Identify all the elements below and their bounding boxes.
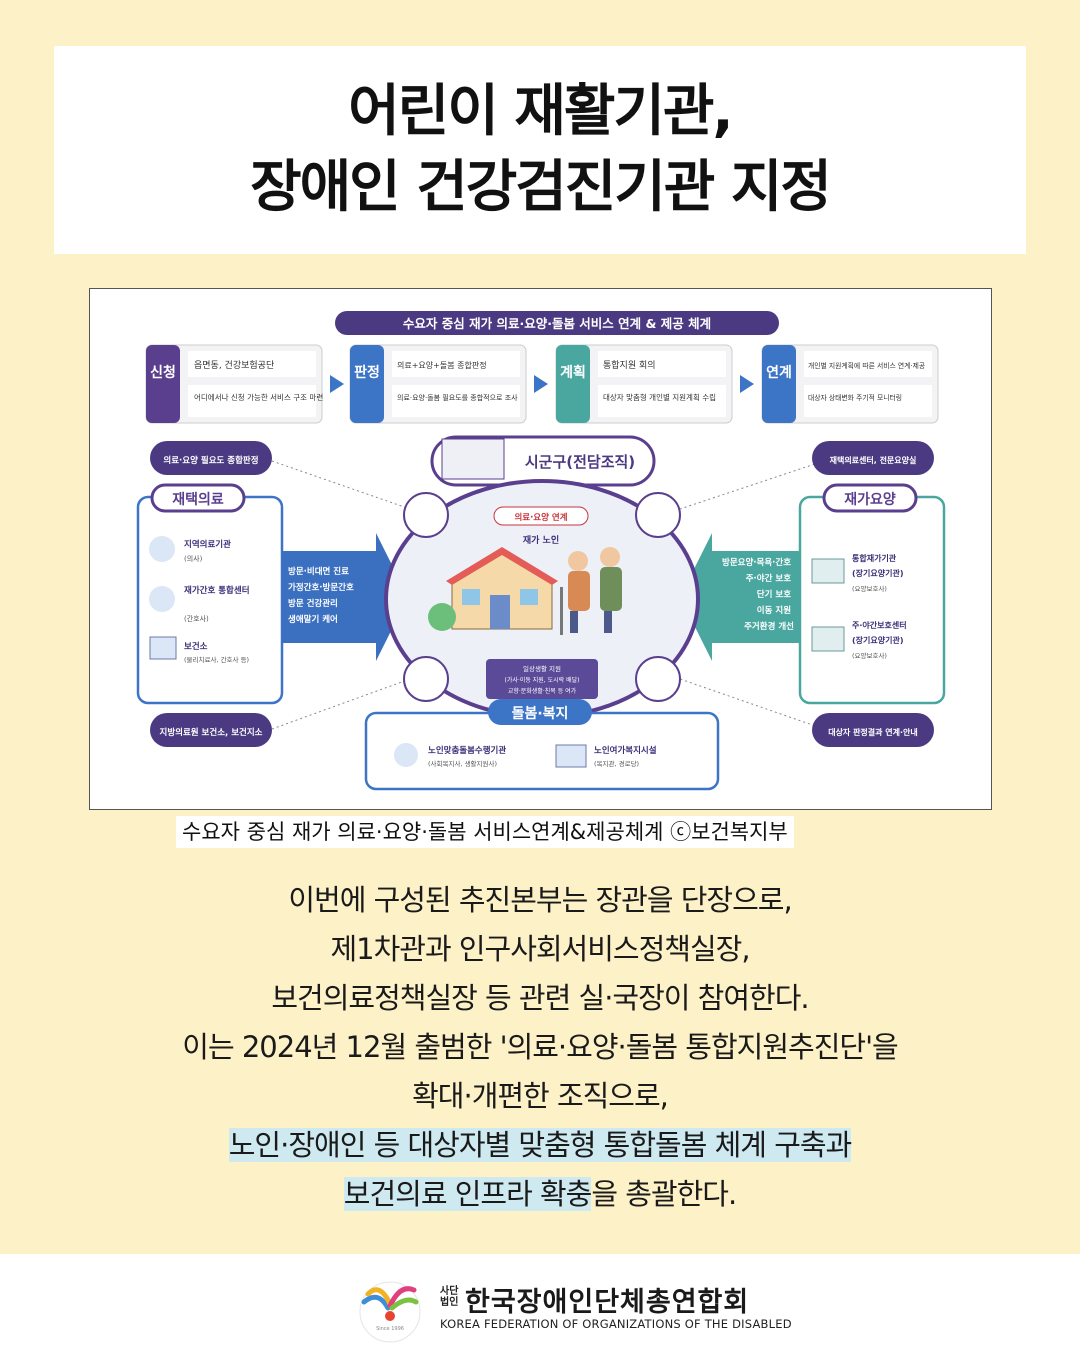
step-tag: 계획 — [560, 364, 586, 381]
tag-right-top: 재택의료센터, 전문요양실 — [812, 441, 934, 475]
step-tag: 신청 — [150, 365, 176, 381]
step-item: 의료·요양·돌봄 필요도를 종합적으로 조사 — [397, 393, 518, 402]
body-text: 이번에 구성된 추진본부는 장관을 단장으로, 제1차관과 인구사회서비스정책실… — [60, 876, 1020, 1219]
body-last-line: 보건의료 인프라 확충을 총괄한다. — [343, 1177, 737, 1211]
circle-icon-doctor — [403, 492, 681, 702]
step-item: 통합지원 회의 — [603, 360, 656, 371]
step-arrow — [330, 375, 344, 393]
svg-text:돌봄·복지: 돌봄·복지 — [512, 706, 569, 722]
right-panel-home-care: 재가요양 통합재가기관 (장기요양기관) (요양보호사) 주·야간보호센터 (장… — [798, 483, 946, 705]
center-oval: 의료·요양 연계 재가 노인 일상생활 지원 (가사·이동 지원, 도시락 배달… — [384, 479, 700, 719]
org-name: 한국장애인단체총연합회 — [465, 1287, 750, 1318]
svg-text:(의사): (의사) — [184, 554, 203, 563]
step-arrow — [740, 375, 754, 393]
bottom-panel-care-welfare: 돌봄·복지 노인맞춤돌봄수행기관 (사회복지사, 생활지원사) 노인여가복지시설… — [364, 699, 720, 791]
step-item: 의료+요양+돌봄 종합판정 — [397, 360, 487, 370]
step-panjeong: 판정 의료+요양+돌봄 종합판정 의료·요양·돌봄 필요도를 종합적으로 조사 — [349, 344, 527, 424]
org-english-name: KOREA FEDERATION OF ORGANIZATIONS OF THE… — [440, 1317, 792, 1331]
body-line: 확대·개편한 조직으로, — [412, 1079, 669, 1113]
step-arrow — [534, 375, 548, 393]
svg-text:방문·비대면 진료 가정간호·방문간호: 방문·비대면 진료 가정간호·방문간호 방문 건강관리 생애말기 케어 — [288, 566, 357, 625]
svg-text:(장기요양기관): (장기요양기관) — [852, 635, 903, 645]
svg-text:(간호사): (간호사) — [184, 614, 209, 623]
svg-text:(사회복지사, 생활지원사): (사회복지사, 생활지원사) — [428, 759, 497, 768]
svg-text:일상생활 지원: 일상생활 지원 — [523, 664, 561, 673]
svg-text:교향·문화생활·친목 등 여가: 교향·문화생활·친목 등 여가 — [508, 687, 577, 695]
step-tag: 연계 — [766, 365, 792, 381]
svg-text:주·야간보호센터: 주·야간보호센터 — [852, 620, 907, 630]
step-item: 대상자 상태변화 주기적 모니터링 — [808, 393, 902, 402]
body-line: 이는 2024년 12월 출범한 '의료·요양·돌봄 통합지원추진단'을 — [182, 1030, 898, 1064]
title-line-2: 장애인 건강검진기관 지정 — [250, 155, 832, 220]
service-diagram-image: 수요자 중심 재가 의료·요양·돌봄 서비스 연계 & 제공 체계 신청 읍면동… — [89, 288, 992, 810]
svg-text:지방의료원 보건소, 보건지소: 지방의료원 보건소, 보건지소 — [160, 727, 263, 738]
svg-text:노인맞춤돌봄수행기관: 노인맞춤돌봄수행기관 — [428, 745, 506, 756]
svg-text:보건소: 보건소 — [184, 641, 208, 652]
tag-left-bottom: 지방의료원 보건소, 보건지소 — [150, 713, 272, 747]
diagram-header-pill — [335, 311, 779, 335]
body-line: 이번에 구성된 추진본부는 장관을 단장으로, — [288, 883, 792, 917]
center-org-sigungu: 시군구(전담조직) — [430, 435, 656, 487]
tag-left-top: 의료·요양 필요도 종합판정 — [150, 441, 272, 475]
dotted-connectors — [271, 460, 825, 730]
svg-text:노인여가복지시설: 노인여가복지시설 — [594, 745, 657, 756]
step-item: 어디에서나 신청 가능한 서비스 구조 마련 — [194, 392, 323, 402]
svg-text:재택의료센터, 전문요양실: 재택의료센터, 전문요양실 — [830, 455, 917, 465]
svg-text:재가간호 통합센터: 재가간호 통합센터 — [184, 585, 250, 596]
svg-text:대상자 판정결과 연계·안내: 대상자 판정결과 연계·안내 — [828, 727, 918, 737]
org-logo: Since 1996 — [359, 1281, 421, 1343]
footer: Since 1996 사단 법인 한국장애인단체총연합회 KOREA FEDER… — [0, 1248, 1080, 1350]
step-item: 대상자 맞춤형 개인별 지원계획 수립 — [603, 392, 716, 402]
step-item: 개인별 지원계획에 따른 서비스 연계·제공 — [808, 361, 925, 370]
figure-caption: 수요자 중심 재가 의료·요양·돌봄 서비스연계&제공체계 ⓒ보건복지부 — [176, 816, 794, 848]
svg-text:지역의료기관: 지역의료기관 — [184, 539, 231, 550]
svg-text:(물리치료사, 간호사 등): (물리치료사, 간호사 등) — [184, 655, 249, 664]
org-prefix: 사단 법인 — [440, 1286, 459, 1308]
svg-text:방문요양·목욕·간호 주·야간 보호: 방문요양·목욕·간호 주·야간 보호 단기 보호 이동 지원 주거환경 개선 — [722, 557, 794, 632]
svg-text:의료·요양 연계: 의료·요양 연계 — [514, 512, 567, 523]
left-arrow: 방문·비대면 진료 가정간호·방문간호 방문 건강관리 생애말기 케어 — [282, 533, 408, 661]
step-shincheong: 신청 읍면동, 건강보험공단 어디에서나 신청 가능한 서비스 구조 마련 — [145, 344, 323, 424]
svg-text:(장기요양기관): (장기요양기관) — [852, 568, 903, 578]
title-line-1: 어린이 재활기관, — [348, 79, 733, 144]
step-item: 읍면동, 건강보험공단 — [194, 360, 274, 371]
svg-text:재가 노인: 재가 노인 — [523, 534, 559, 546]
svg-text:시군구(전담조직): 시군구(전담조직) — [525, 453, 635, 471]
title-card: 어린이 재활기관, 장애인 건강검진기관 지정 — [54, 46, 1026, 254]
tag-right-bottom: 대상자 판정결과 연계·안내 — [812, 713, 934, 747]
svg-text:(요양보호사): (요양보호사) — [852, 651, 887, 660]
right-arrow: 방문요양·목욕·간호 주·야간 보호 단기 보호 이동 지원 주거환경 개선 — [680, 533, 800, 661]
body-line: 제1차관과 인구사회서비스정책실장, — [330, 932, 750, 966]
step-tag: 판정 — [354, 364, 380, 381]
body-line: 보건의료정책실장 등 관련 실·국장이 참여한다. — [271, 981, 809, 1015]
svg-text:재가요양: 재가요양 — [844, 492, 896, 508]
svg-text:Since 1996: Since 1996 — [376, 1326, 404, 1332]
body-highlight-line: 노인·장애인 등 대상자별 맞춤형 통합돌봄 체계 구축과 — [228, 1128, 852, 1162]
svg-text:재택의료: 재택의료 — [172, 491, 224, 508]
left-panel-home-medical: 재택의료 지역의료기관 (의사) 재가간호 통합센터 (간호사) 보건소 (물리… — [136, 483, 284, 705]
svg-text:(요양보호사): (요양보호사) — [852, 584, 887, 593]
svg-text:통합재가기관: 통합재가기관 — [852, 553, 897, 563]
diagram-header: 수요자 중심 재가 의료·요양·돌봄 서비스 연계 & 제공 체계 — [403, 316, 711, 331]
svg-text:의료·요양 필요도 종합판정: 의료·요양 필요도 종합판정 — [163, 455, 258, 466]
step-yeongye: 연계 개인별 지원계획에 따른 서비스 연계·제공 대상자 상태변화 주기적 모… — [761, 344, 939, 424]
svg-text:(복지관, 경로당): (복지관, 경로당) — [594, 759, 639, 768]
svg-text:(가사·이동 지원, 도시락 배달): (가사·이동 지원, 도시락 배달) — [505, 676, 580, 684]
step-gyehoek: 계획 통합지원 회의 대상자 맞춤형 개인별 지원계획 수립 — [555, 344, 733, 424]
